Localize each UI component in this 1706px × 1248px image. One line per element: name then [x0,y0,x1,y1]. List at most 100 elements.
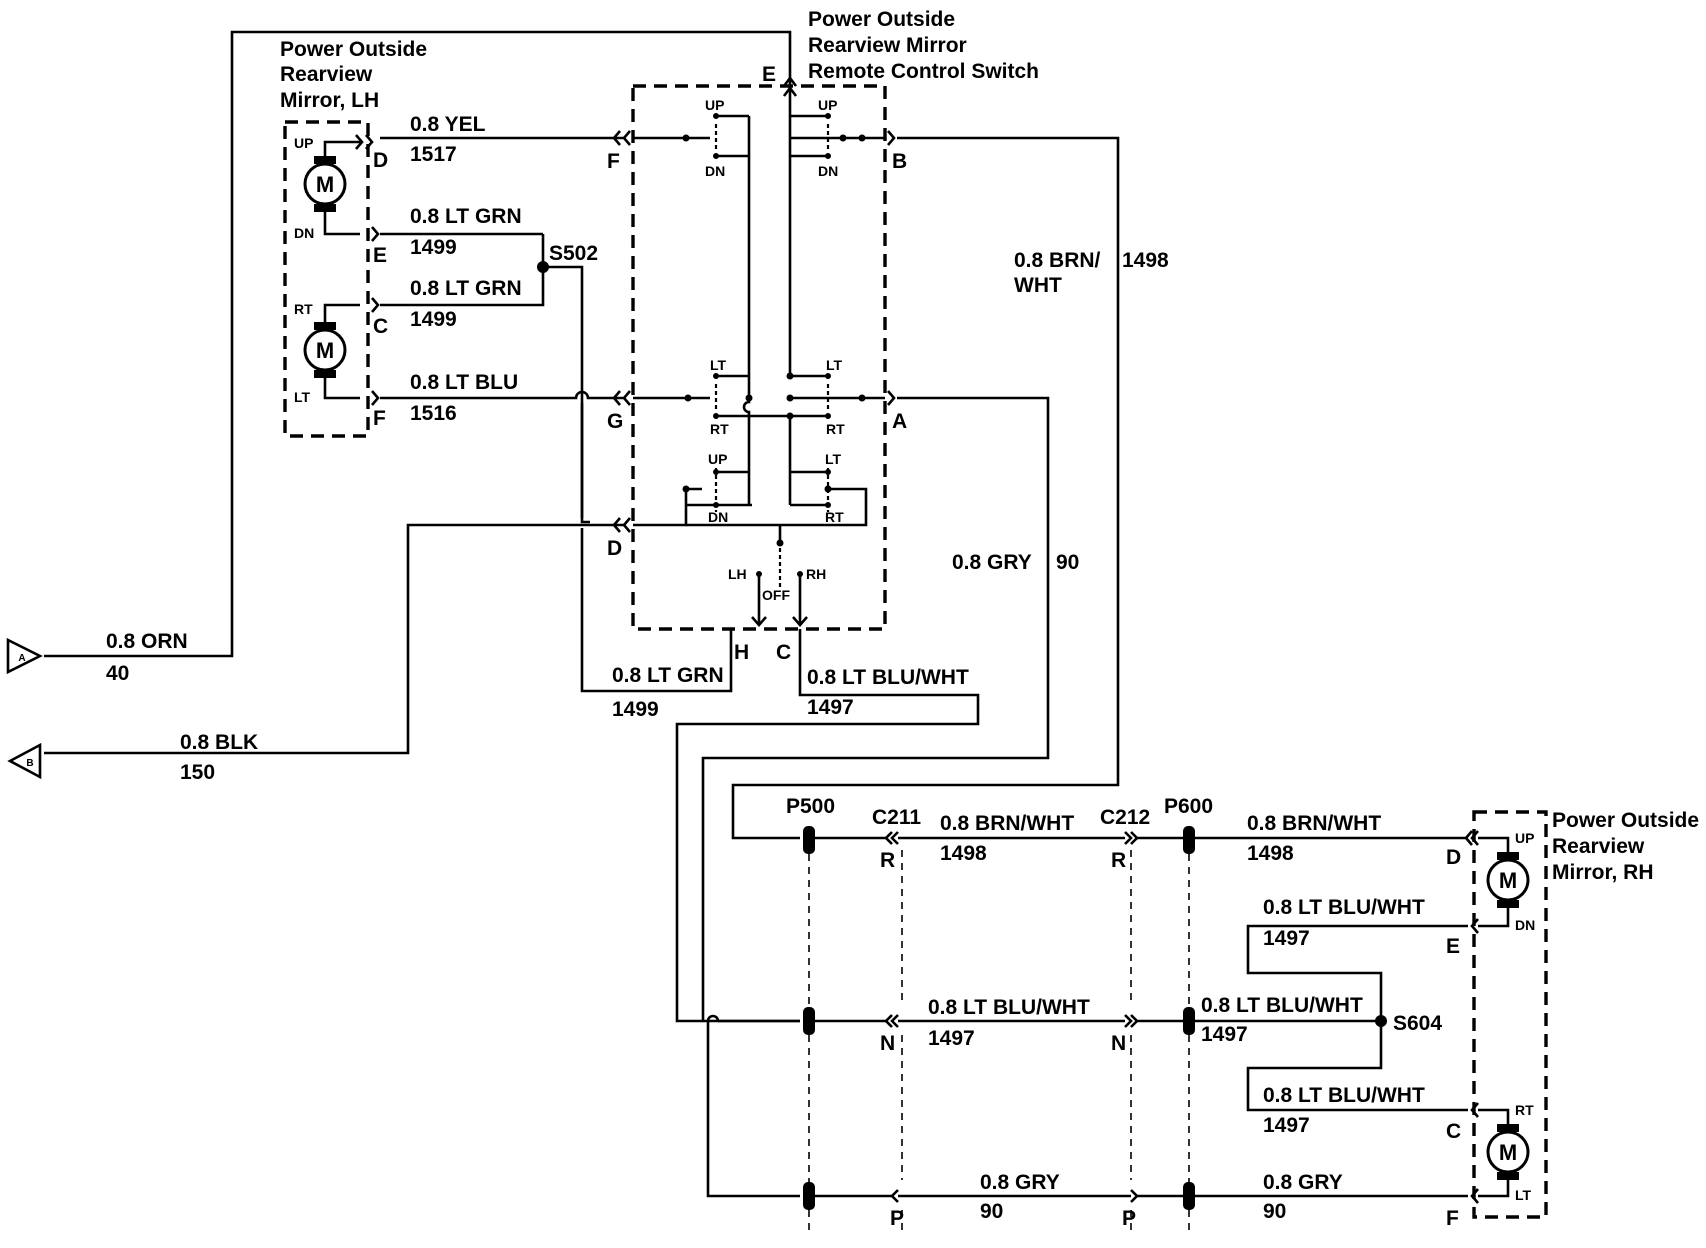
rh-dn-label: DN [1515,917,1535,933]
c211-r-symbol [884,831,899,845]
rh-updn-motor-brush-top [1497,852,1519,860]
label-ltbluwht-e-color: 0.8 LT BLU/WHT [1263,896,1425,919]
rh-pin-e: E [1446,935,1460,958]
sw-up-3: UP [708,451,727,467]
switch-title: Power Outside Rearview Mirror Remote Con… [808,8,1039,83]
rh-rt-label: RT [1515,1102,1534,1118]
lh-pin-f: F [373,407,386,430]
label-gry-v-color: 0.8 GRY [952,551,1032,574]
switch-internals: UP DN UP DN LT RT LT RT UP DN LT [612,86,896,627]
switch-pin-h-symbol [751,616,767,627]
rh-pin-c-symbol [1470,1102,1479,1118]
lh-updn-motor-brush-top [314,156,336,164]
sw-row3-contacts [716,470,828,507]
c212-pin-r: R [1111,849,1126,872]
label-ltbluwht-s604-color: 0.8 LT BLU/WHT [1201,994,1363,1017]
lh-rtlt-motor-brush-top [314,322,336,330]
mirror-rh-title: Power Outside Rearview Mirror, RH [1552,809,1699,884]
c211-p-symbol [890,1189,899,1203]
mirror-rh-title-line1: Power Outside [1552,809,1699,832]
p600-label: P600 [1164,795,1213,818]
rh-rtlt-motor-brush-top [1497,1124,1519,1132]
label-brnwht-mid-circuit: 1498 [940,842,987,865]
switch-title-line1: Power Outside [808,8,955,31]
wire-ltbluwht-1497-rc [1246,1021,1468,1112]
label-ltgrn-h-color: 0.8 LT GRN [612,664,724,687]
rh-updn-motor-brush-bottom [1497,900,1519,908]
switch-title-line3: Remote Control Switch [808,60,1039,83]
s502-label: S502 [549,242,598,265]
rh-pin-d: D [1446,846,1461,869]
label-brnwht-v-a: 0.8 BRN/ [1014,249,1101,272]
lh-pin-d: D [373,149,388,172]
label-ltbluwht-s604-circuit: 1497 [1201,1023,1248,1046]
lh-updn-motor-letter: M [316,172,334,197]
wire-ltbluwht-1497-e [1246,924,1468,1021]
inline-c212 [1124,831,1139,1230]
terminal-a-label: A [18,653,25,664]
label-orn-circuit: 40 [106,662,129,685]
switch-box [631,84,887,631]
c211-pin-r: R [880,849,895,872]
lh-rt-label: RT [294,301,313,317]
rh-pin-f-symbol [1470,1188,1479,1204]
label-ltbluwht-c-circuit: 1497 [807,696,854,719]
p600-row3 [1183,1182,1195,1210]
c212-r-symbol [1124,831,1139,845]
sw-rt-2: RT [826,421,845,437]
sw-node-bus-r [786,394,794,402]
switch-pin-d: D [607,537,622,560]
sw-row2-contacts [716,374,828,418]
switch-pin-f-symbol [612,130,631,146]
sw-ganged-1 [714,124,830,152]
rh-rtlt-motor: M RT LT [1478,1102,1534,1203]
sw-lt-2: LT [826,357,843,373]
sw-node-3a [682,485,690,493]
switch-pin-a: A [892,410,907,433]
sw-node-2a [684,394,692,402]
c212-label: C212 [1100,806,1150,829]
sw-rt-1: RT [710,421,729,437]
mirror-rh-title-line2: Rearview [1552,835,1645,858]
sw-off: OFF [762,587,790,603]
label-ltgrn-e-circuit: 1499 [410,236,457,259]
label-gry-mid-color: 0.8 GRY [980,1171,1060,1194]
wire-gry-90-v [701,396,1050,1023]
sw-node-bus-l [745,394,753,402]
label-ltblu-color: 0.8 LT BLU [410,371,518,394]
rh-rtlt-motor-brush-bottom [1497,1172,1519,1180]
label-ltblu-circuit: 1516 [410,402,457,425]
rh-rtlt-motor-leads [1478,1108,1510,1198]
switch-title-line2: Rearview Mirror [808,34,967,57]
label-ltbluwht-e-circuit: 1497 [1263,927,1310,950]
label-gry-right-circuit: 90 [1263,1200,1286,1223]
lh-pin-c-symbol [371,297,380,313]
wire-ltblu-1516 [380,390,625,400]
sw-dn-3: DN [708,509,728,525]
label-orn-color: 0.8 ORN [106,630,188,653]
mirror-lh-box [283,120,370,438]
c211-pin-n: N [880,1032,895,1055]
label-ltgrn-e-color: 0.8 LT GRN [410,205,522,228]
sw-ganged-2 [714,384,830,412]
inline-p500 [803,826,815,1230]
label-brnwht-mid-color: 0.8 BRN/WHT [940,812,1074,835]
c211-n-symbol [884,1014,899,1028]
label-ltbluwht-mid-color: 0.8 LT BLU/WHT [928,996,1090,1019]
sw-lt-3: LT [825,451,842,467]
mirror-lh-title-line1: Power Outside [280,38,427,61]
terminal-b-label: B [26,758,33,769]
switch-pin-f: F [607,150,620,173]
mirror-lh-title-line3: Mirror, LH [280,89,379,112]
mirror-rh-title-line3: Mirror, RH [1552,861,1654,884]
lh-pin-e: E [373,244,387,267]
p500-row1 [803,826,815,854]
rh-pin-f: F [1446,1207,1459,1230]
rh-updn-motor-letter: M [1499,868,1517,893]
rh-pin-c: C [1446,1120,1461,1143]
rh-updn-motor: M UP DN [1478,830,1535,933]
label-ltbluwht-c-color: 0.8 LT BLU/WHT [807,666,969,689]
sw-lh: LH [728,566,747,582]
switch-pin-g-symbol [612,390,631,406]
